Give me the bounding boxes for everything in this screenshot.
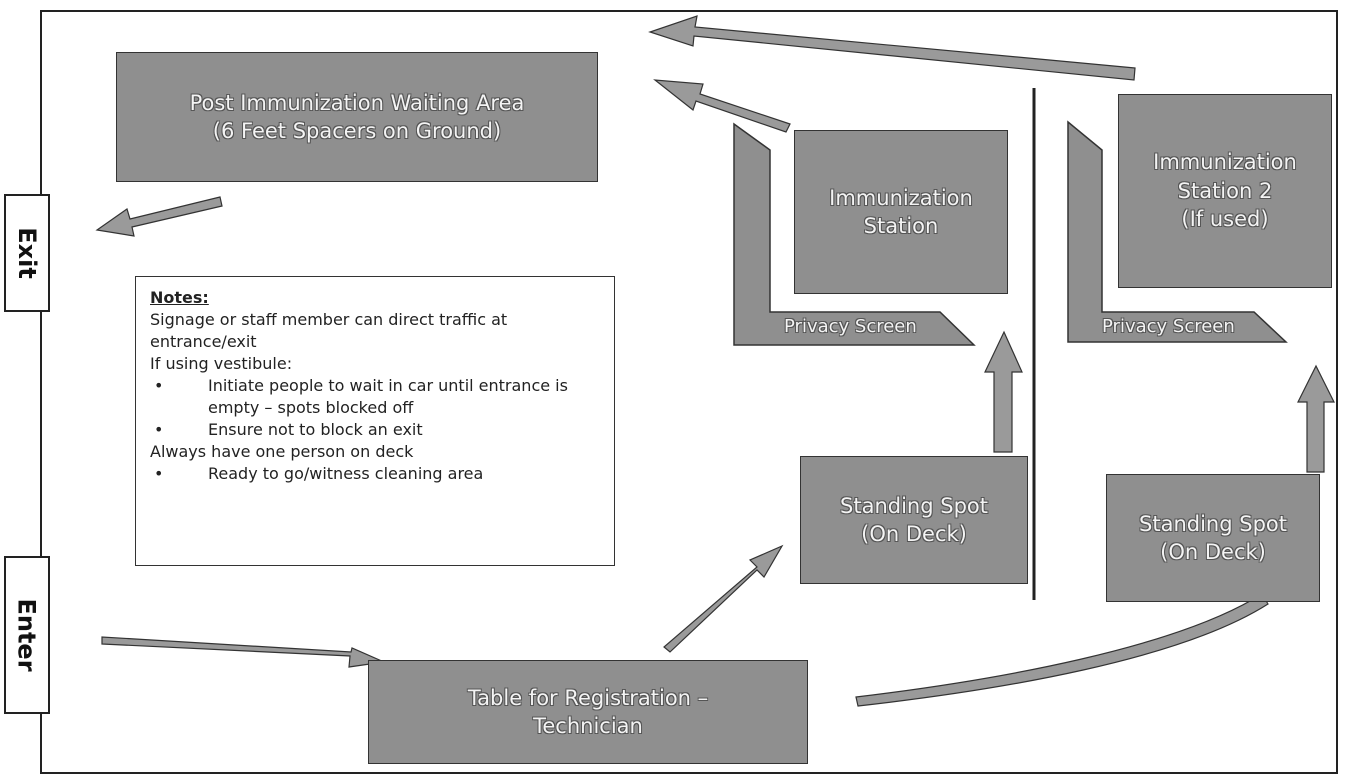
station-1-line1: Immunization [829, 185, 973, 210]
notes-bullet-2: Ensure not to block an exit [150, 419, 600, 441]
registration-line1: Table for Registration – [467, 685, 709, 710]
standing-spot-2-line1: Standing Spot [1139, 511, 1287, 536]
arrow-standing1-to-station1 [984, 330, 1023, 453]
registration-table: Table for Registration – Technician [368, 660, 808, 764]
notes-bullet-1: Initiate people to wait in car until ent… [150, 375, 600, 419]
privacy-screen-1-label: Privacy Screen [784, 316, 917, 337]
arrow-from-enter [101, 636, 387, 668]
arrow-registration-to-standing1 [663, 544, 784, 653]
immunization-station-1: Immunization Station [794, 130, 1008, 294]
arrow-registration-to-standing2 [855, 593, 1269, 707]
privacy-screen-2-shape [1067, 120, 1288, 343]
waiting-area-subtitle: (6 Feet Spacers on Ground) [212, 119, 502, 143]
notes-title: Notes: [150, 288, 209, 307]
notes-line-3: Always have one person on deck [150, 442, 414, 461]
privacy-screen-2-label: Privacy Screen [1102, 316, 1235, 337]
standing-spot-1: Standing Spot (On Deck) [800, 456, 1028, 584]
station-2-line1: Immunization [1153, 150, 1297, 175]
notes-bullet-3: Ready to go/witness cleaning area [150, 463, 600, 485]
enter-door: Enter [4, 556, 50, 714]
station-1-line2: Station [863, 214, 939, 238]
notes-box: Notes: Signage or staff member can direc… [135, 276, 615, 566]
arrow-to-exit [95, 196, 223, 237]
standing-spot-1-line1: Standing Spot [840, 493, 988, 518]
standing-spot-2: Standing Spot (On Deck) [1106, 474, 1320, 602]
arrow-station1-to-waiting [653, 79, 791, 133]
waiting-area-title: Post Immunization Waiting Area [189, 90, 525, 115]
registration-line2: Technician [533, 714, 643, 738]
notes-line-1: Signage or staff member can direct traff… [150, 310, 508, 351]
immunization-station-2: Immunization Station 2 (If used) [1118, 94, 1332, 288]
privacy-screen-1-shape [733, 122, 976, 346]
exit-door: Exit [4, 194, 50, 312]
standing-spot-2-line2: (On Deck) [1160, 540, 1266, 564]
station-2-line3: (If used) [1181, 207, 1269, 232]
waiting-area: Post Immunization Waiting Area (6 Feet S… [116, 52, 598, 182]
station-2-line2: Station 2 [1177, 178, 1273, 203]
arrow-top-long [648, 15, 1136, 81]
room-outline [40, 10, 1338, 774]
notes-line-2: If using vestibule: [150, 354, 293, 373]
arrow-standing2-to-station2 [1297, 364, 1335, 473]
standing-spot-1-line2: (On Deck) [861, 522, 967, 546]
